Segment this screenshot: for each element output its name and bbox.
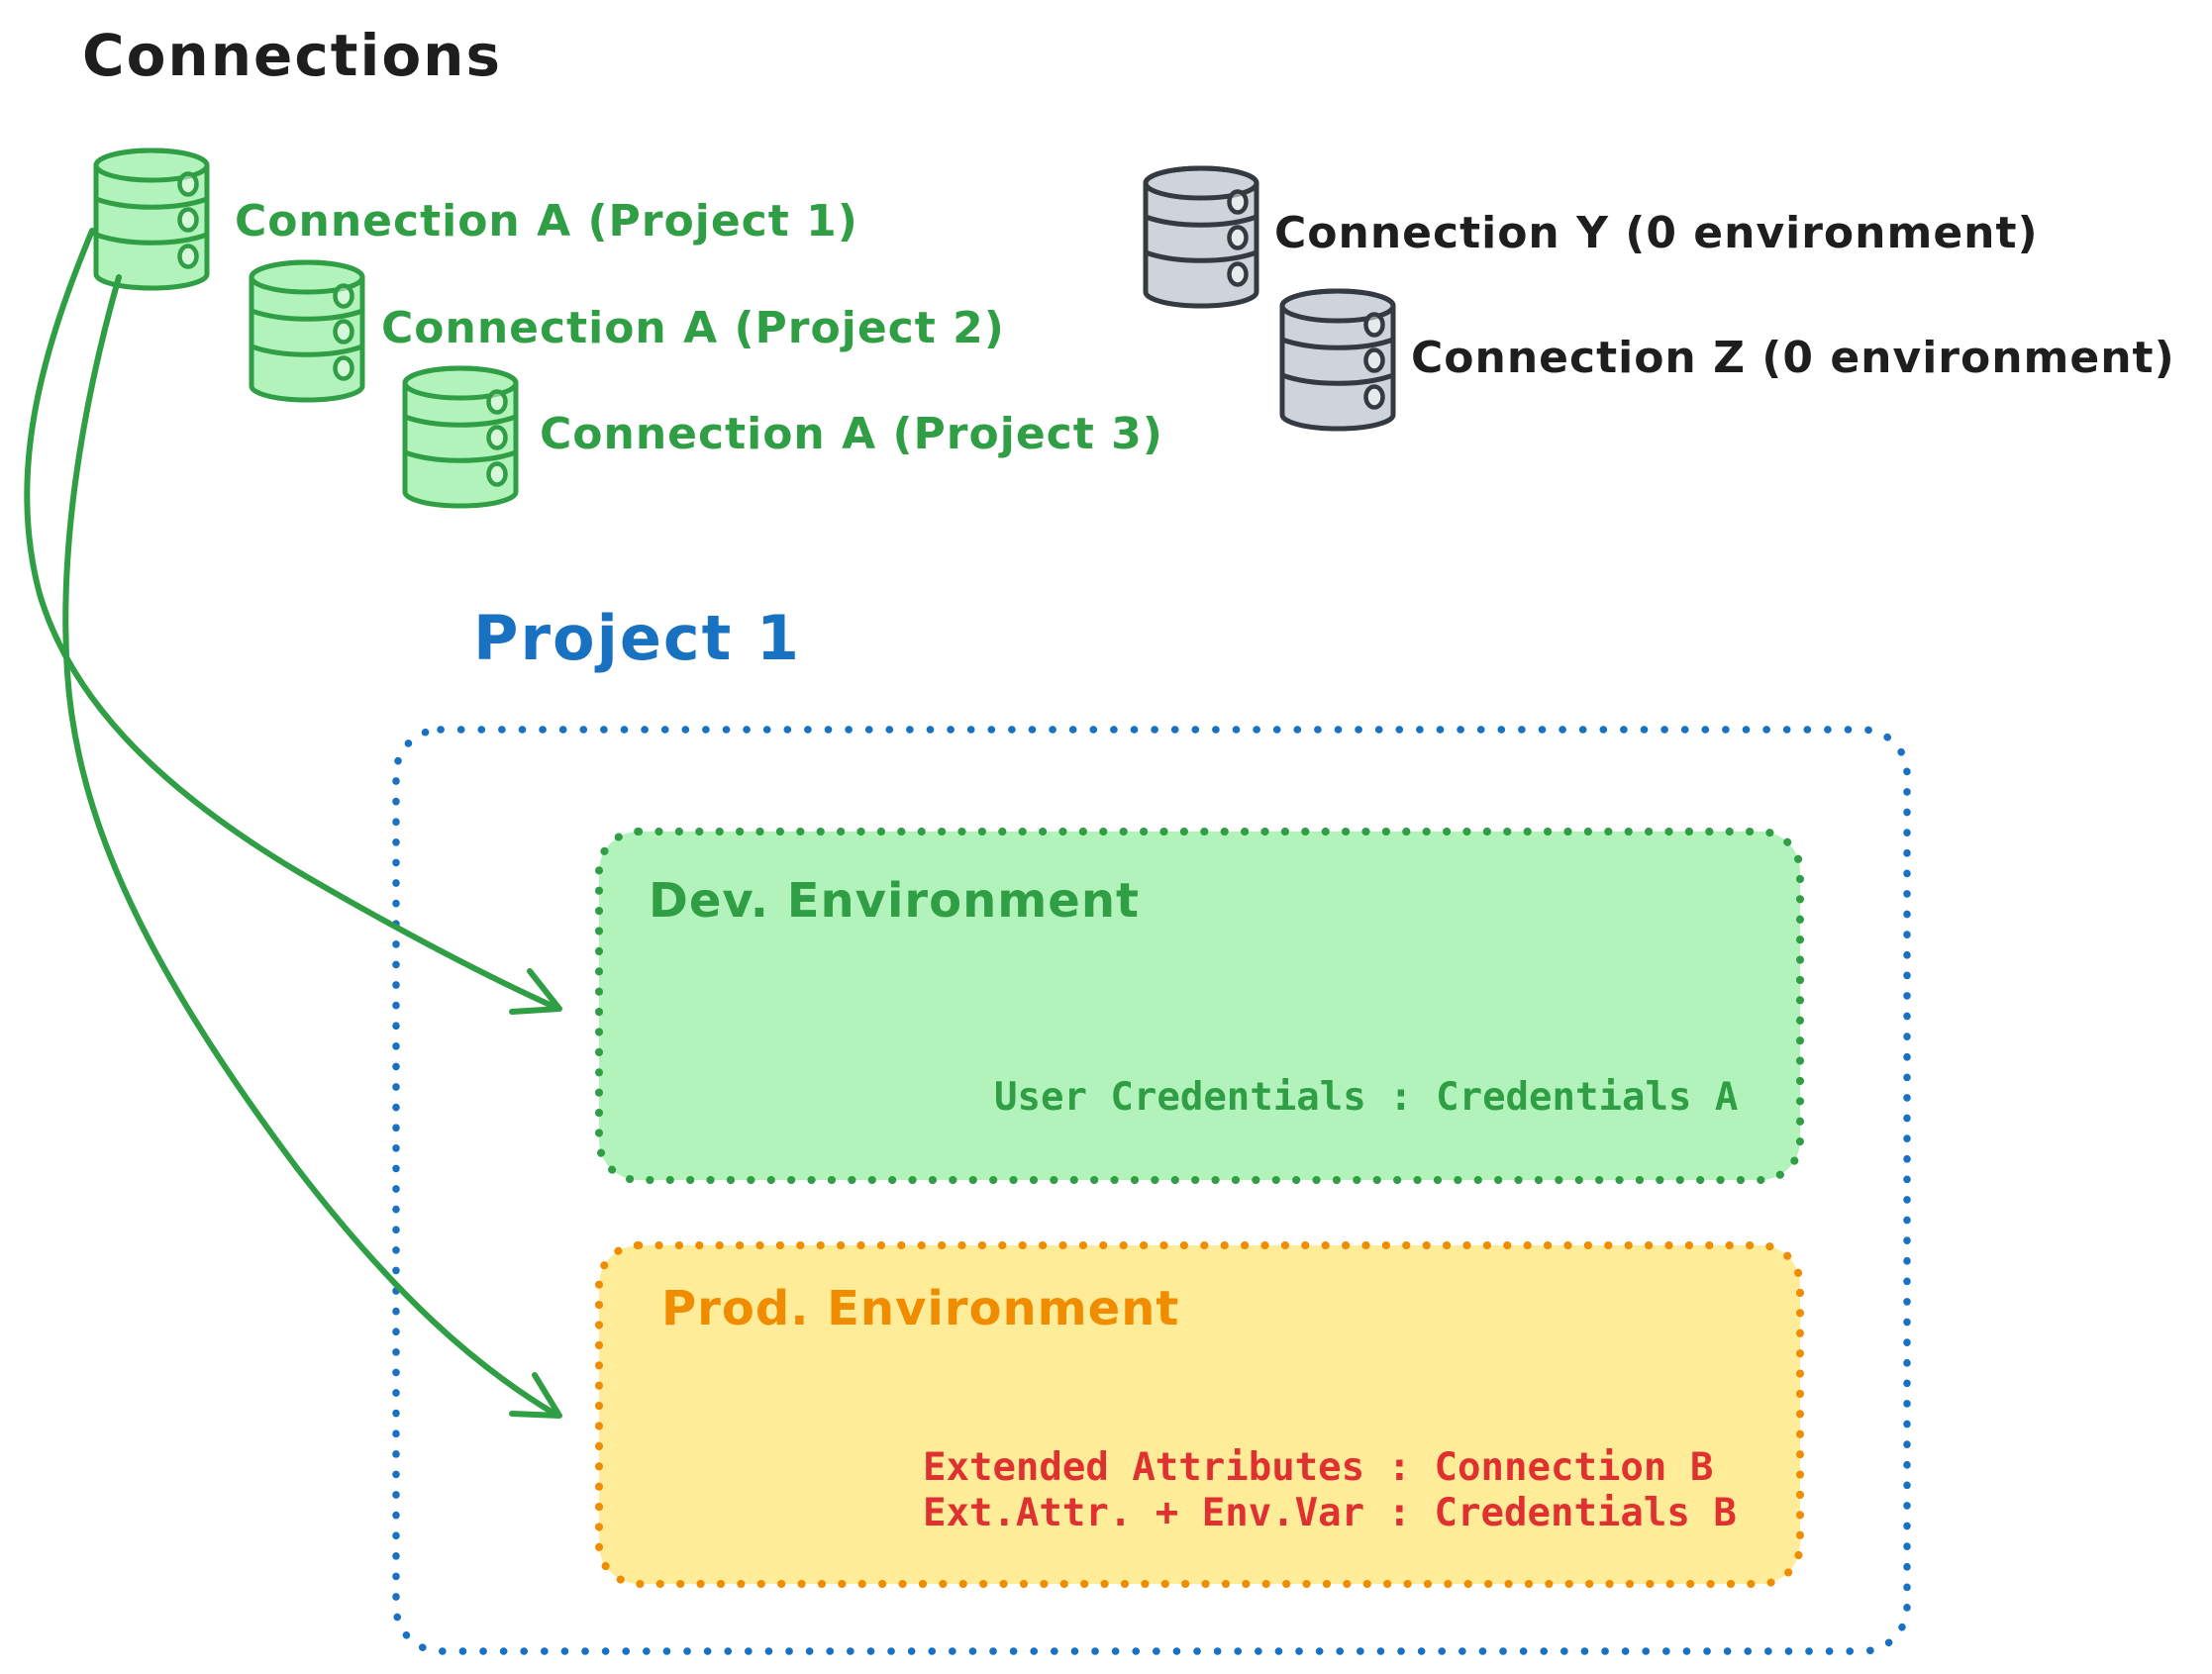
dev-credentials-line: User Credentials : Credentials A <box>994 1075 1739 1120</box>
database-icon-connection-z <box>1279 288 1396 432</box>
dev-environment-box <box>595 828 1804 1184</box>
database-icon-connection-y <box>1143 165 1259 309</box>
dev-environment-title: Dev. Environment <box>649 873 1140 929</box>
connections-title: Connections <box>82 22 502 89</box>
connection-a-project-2-label: Connection A (Project 2) <box>381 303 1005 353</box>
arrow-connection-a-to-prod <box>62 274 562 1419</box>
prod-environment-title: Prod. Environment <box>661 1281 1180 1336</box>
database-icon-connection-a-project-1 <box>93 148 210 291</box>
project-1-title: Project 1 <box>473 602 802 674</box>
prod-ext-attr-env-var-line: Ext.Attr. + Env.Var : Credentials B <box>923 1491 1737 1535</box>
database-icon-connection-a-project-3 <box>402 365 519 509</box>
connection-z-label: Connection Z (0 environment) <box>1411 333 2175 383</box>
project-1-box <box>392 726 1911 1655</box>
prod-extended-attributes-line: Extended Attributes : Connection B <box>923 1445 1714 1490</box>
database-icon-connection-a-project-2 <box>249 259 365 403</box>
connection-a-project-3-label: Connection A (Project 3) <box>540 409 1163 459</box>
arrow-connection-a-to-dev <box>24 228 562 1015</box>
prod-environment-box <box>595 1241 1804 1588</box>
connection-y-label: Connection Y (0 environment) <box>1274 208 2039 258</box>
connection-a-project-1-label: Connection A (Project 1) <box>235 196 858 246</box>
